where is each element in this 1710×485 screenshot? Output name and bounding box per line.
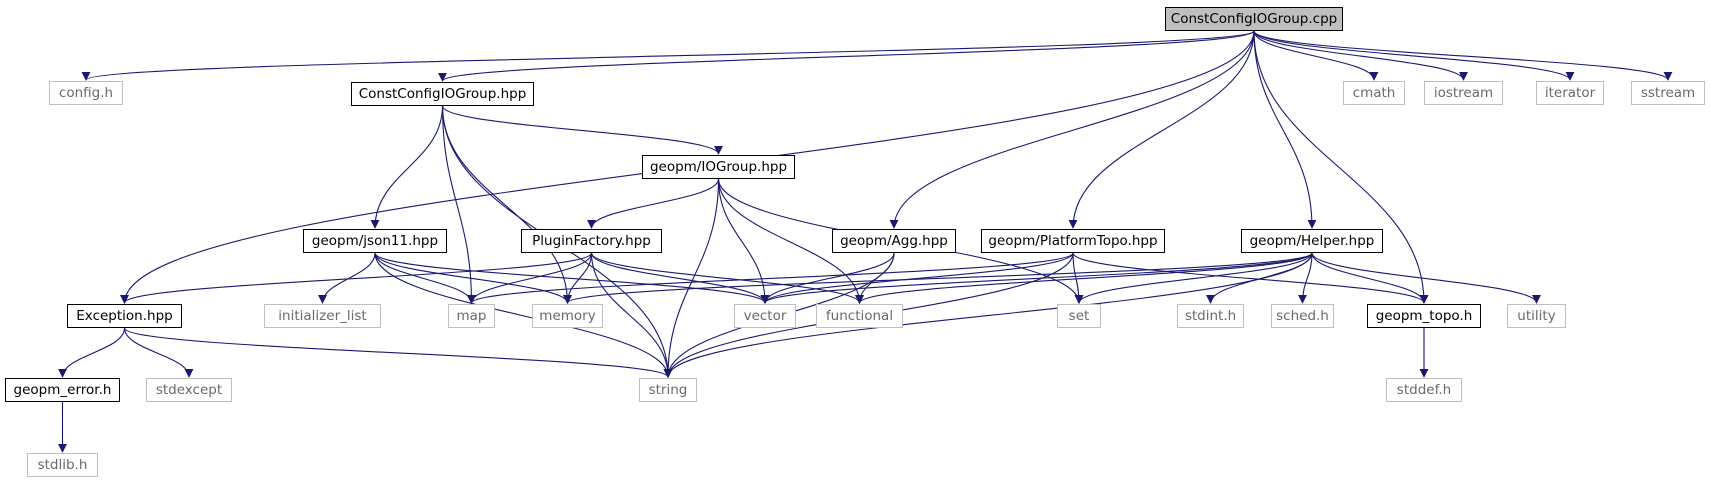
node-functional: functional <box>816 304 903 328</box>
node-iterator: iterator <box>1536 81 1604 105</box>
node-cmath: cmath <box>1343 81 1405 105</box>
node-sched: sched.h <box>1271 304 1334 328</box>
node-pluginfactory[interactable]: PluginFactory.hpp <box>521 229 662 253</box>
edge-root-to-iostream <box>1253 30 1468 81</box>
node-json11[interactable]: geopm/json11.hpp <box>303 229 447 253</box>
edge-ccio_hpp-to-map <box>441 105 476 304</box>
edge-pluginfactory-to-vector <box>590 252 770 304</box>
edge-root-to-ccio_hpp <box>438 30 1255 82</box>
edge-ccio_hpp-to-iogroup <box>441 105 723 155</box>
edge-exception-to-string <box>123 327 673 378</box>
edge-pluginfactory-to-exception <box>120 252 593 304</box>
edge-helper-to-functional <box>855 252 1313 304</box>
edge-helper-to-set <box>1074 252 1313 304</box>
edge-helper-to-vector <box>760 252 1313 304</box>
edge-root-to-geopm_topo <box>1253 30 1429 304</box>
edge-exception-to-geopm_error <box>58 327 126 378</box>
edge-json11-to-vector <box>374 252 770 304</box>
edge-agg-to-vector <box>760 252 895 304</box>
edge-platformtopo-to-map <box>467 252 1074 304</box>
edge-root-to-helper <box>1253 30 1317 229</box>
node-memory: memory <box>532 304 603 328</box>
node-initlist: initializer_list <box>264 304 381 328</box>
node-agg[interactable]: geopm/Agg.hpp <box>832 229 956 253</box>
edge-json11-to-string <box>374 252 673 378</box>
edge-ccio_hpp-to-json11 <box>370 105 444 229</box>
edge-platformtopo-to-geopm_topo <box>1072 252 1429 304</box>
edge-root-to-iterator <box>1253 30 1575 81</box>
node-ccio-hpp[interactable]: ConstConfigIOGroup.hpp <box>351 82 534 106</box>
edge-pluginfactory-to-map <box>467 252 593 304</box>
node-string: string <box>639 378 697 402</box>
node-utility: utility <box>1507 304 1566 328</box>
edge-root-to-agg <box>889 30 1255 229</box>
node-vector: vector <box>734 304 796 328</box>
node-stddef: stddef.h <box>1386 378 1462 402</box>
node-config-h: config.h <box>49 81 123 105</box>
node-platformtopo[interactable]: geopm/PlatformTopo.hpp <box>981 229 1165 253</box>
node-stdlib: stdlib.h <box>27 453 98 477</box>
node-stdint: stdint.h <box>1177 304 1244 328</box>
edge-helper-to-memory <box>563 252 1313 304</box>
node-geopm-error[interactable]: geopm_error.h <box>5 378 120 402</box>
node-helper[interactable]: geopm/Helper.hpp <box>1241 229 1383 253</box>
edge-platformtopo-to-vector <box>760 252 1074 304</box>
edge-exception-to-stdexcept <box>123 327 194 378</box>
node-geopm-topo[interactable]: geopm_topo.h <box>1367 304 1481 328</box>
edge-root-to-config_h <box>81 30 1255 81</box>
edge-json11-to-memory <box>374 252 572 304</box>
edge-iogroup-to-vector <box>717 178 770 304</box>
edge-root-to-sstream <box>1253 30 1673 81</box>
node-exception[interactable]: Exception.hpp <box>67 304 182 328</box>
node-set: set <box>1057 304 1101 328</box>
node-iostream: iostream <box>1424 81 1503 105</box>
node-map: map <box>448 304 495 328</box>
edge-helper-to-stdint <box>1206 252 1313 304</box>
edge-helper-to-geopm_topo <box>1311 252 1429 304</box>
node-stdexcept: stdexcept <box>146 378 232 402</box>
edge-iogroup-to-string <box>663 178 720 378</box>
edge-helper-to-utility <box>1311 252 1541 304</box>
edge-helper-to-string <box>663 252 1313 378</box>
edges-layer <box>58 30 1673 453</box>
node-sstream: sstream <box>1631 81 1705 105</box>
edge-helper-to-sched <box>1298 252 1313 304</box>
edge-root-to-cmath <box>1253 30 1379 81</box>
edge-root-to-platformtopo <box>1068 30 1255 229</box>
edge-iogroup-to-pluginfactory <box>587 178 720 229</box>
node-root: ConstConfigIOGroup.cpp <box>1165 7 1343 31</box>
node-iogroup[interactable]: geopm/IOGroup.hpp <box>642 155 795 179</box>
edge-pluginfactory-to-functional <box>590 252 864 304</box>
edge-pluginfactory-to-string <box>590 252 673 378</box>
